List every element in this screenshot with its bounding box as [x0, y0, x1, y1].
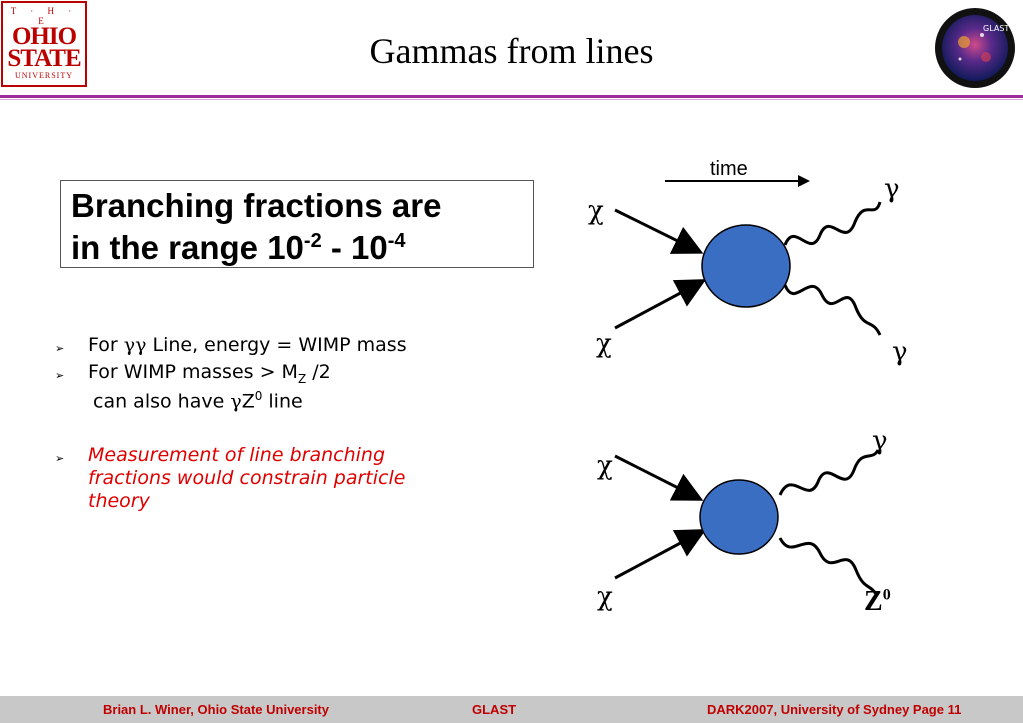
z-boson-line [778, 537, 878, 595]
bullet-2c-symbol: γ [230, 390, 242, 413]
title-rule [0, 95, 1023, 98]
footer-author: Brian L. Winer, Ohio State University [103, 702, 329, 717]
headline-prefix: in the range 10 [71, 229, 304, 266]
interaction-blob-2 [699, 479, 779, 555]
feynman-diagrams: time [614, 158, 882, 595]
headline-middle: - 10 [321, 229, 388, 266]
bullet-marker-1: ➢ [55, 342, 65, 355]
logo-university: UNIVERSITY [15, 71, 73, 80]
chi-label-3: χ [597, 451, 613, 481]
bullet-2-sub: Z [297, 371, 307, 386]
chi-label-1: χ [588, 196, 604, 226]
bullet-2-prefix: For WIMP masses > M [88, 361, 298, 383]
chi-in-top [614, 208, 704, 254]
title-rule-thin [0, 99, 1023, 100]
headline-box: Branching fractions are in the range 10-… [60, 180, 534, 268]
bullet-marker-3: ➢ [55, 452, 65, 465]
bullet-2-suffix: /2 [306, 361, 331, 383]
headline-line2: in the range 10-2 - 10-4 [71, 227, 441, 269]
bullet-1-suffix: Line, energy = WIMP mass [146, 334, 407, 356]
bullet-3: Measurement of line branching fractions … [88, 444, 405, 513]
z0-label: Z0 [864, 586, 891, 618]
time-label: time [710, 158, 748, 180]
bullet-1-symbol: γγ [123, 334, 147, 356]
z-letter: Z [864, 586, 883, 617]
headline-line1: Branching fractions are [71, 187, 442, 224]
bullet-2c-z: Z [241, 390, 255, 413]
interaction-blob-1 [701, 224, 791, 308]
bullet-marker-2: ➢ [55, 369, 65, 382]
gamma-label-3: γ [872, 426, 888, 456]
ohio-state-logo: T · H · E OHIO STATE UNIVERSITY [1, 1, 87, 87]
photon-line-z-diagram [778, 449, 880, 496]
bullet-3-line2: fractions would constrain particle [88, 467, 406, 489]
footer-right: DARK2007, University of Sydney Page 11 [707, 702, 962, 717]
logo-ohio: OHIO [11, 23, 77, 50]
diagram-gamma-gamma [614, 201, 882, 336]
glast-logo: GLAST [935, 8, 1015, 88]
bullet-3-line1: Measurement of line branching [88, 444, 386, 466]
gamma-label-1: γ [884, 174, 900, 204]
gamma-label-2: γ [892, 337, 908, 367]
headline-exp1: -2 [303, 230, 322, 252]
headline-exp2: -4 [387, 230, 406, 252]
footer-bar: Brian L. Winer, Ohio State University GL… [0, 696, 1023, 723]
bullet-2-continuation: can also have γZ0 line [93, 389, 303, 412]
slide-title: Gammas from lines [369, 31, 654, 71]
bullet-3-line3: theory [88, 490, 150, 512]
bullet-2: For WIMP masses > MZ /2 [88, 361, 331, 386]
bullet-2c-sup: 0 [254, 389, 263, 403]
chi-in-bottom-2 [614, 529, 707, 580]
diagram-gamma-z [614, 449, 880, 595]
logo-state: STATE [7, 45, 81, 72]
bullet-1: For γγ Line, energy = WIMP mass [88, 334, 407, 356]
bullet-2c-suffix: line [262, 390, 303, 413]
logo-the: T · H · E [10, 6, 78, 26]
chi-label-4: χ [597, 582, 613, 612]
z-superscript: 0 [882, 586, 891, 604]
photon-line-bottom [783, 284, 882, 336]
chi-label-2: χ [596, 329, 612, 359]
chi-in-bottom [614, 279, 707, 330]
footer-center: GLAST [472, 702, 517, 717]
bullet-2c-prefix: can also have [93, 390, 231, 413]
bullet-1-prefix: For [88, 334, 124, 356]
photon-line-top [783, 201, 882, 246]
chi-in-top-2 [614, 454, 704, 501]
headline-text: Branching fractions are in the range 10-… [71, 185, 441, 269]
glast-logo-text: GLAST [983, 24, 1009, 33]
